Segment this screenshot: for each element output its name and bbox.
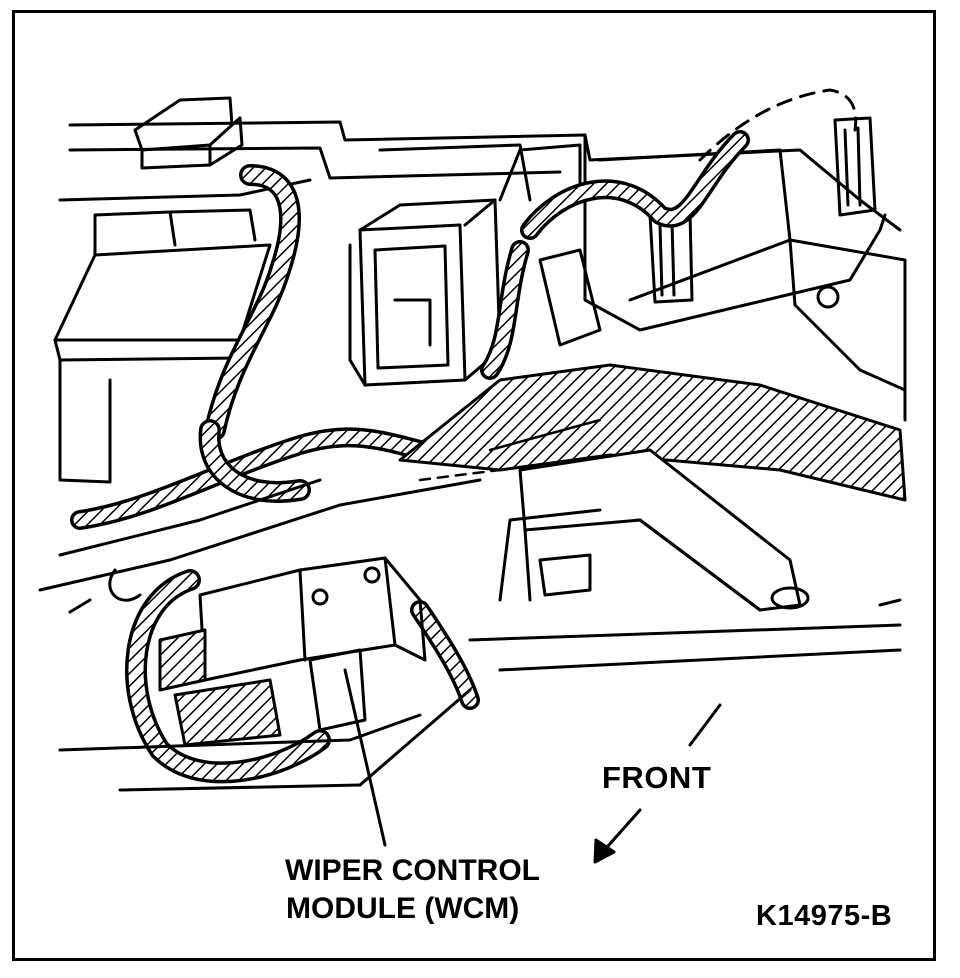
figure-id: K14975-B <box>756 900 893 932</box>
blower-housing <box>348 143 602 387</box>
cowl-duct <box>398 363 907 612</box>
lower-frame <box>38 478 902 792</box>
wiring-harness <box>70 130 750 784</box>
dashed-wire-route <box>698 88 858 162</box>
wcm-label-line1: WIPER CONTROL <box>285 854 540 887</box>
wiper-control-module <box>158 556 427 747</box>
harness-leader-line <box>488 418 602 452</box>
wcm-leader-line <box>343 668 387 847</box>
front-label: FRONT <box>602 760 712 795</box>
relay-connector <box>133 96 244 170</box>
cowl-structure <box>58 120 907 422</box>
wcm-label-line2: MODULE (WCM) <box>286 892 520 925</box>
junction-box <box>53 208 272 484</box>
front-direction-arrow <box>593 703 722 864</box>
